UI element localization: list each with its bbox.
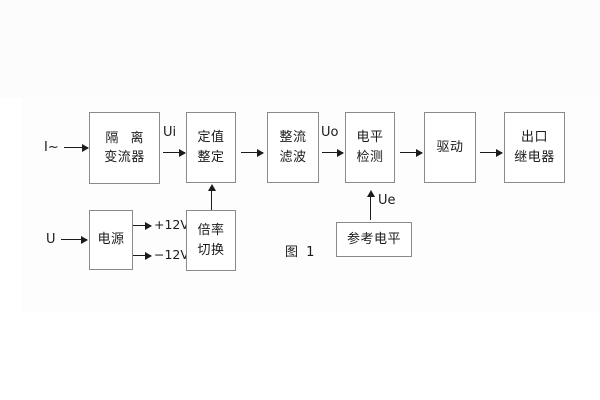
arrow-setting-to-rectify-filter <box>241 148 264 157</box>
block-rectify-filter-line-1: 整流 <box>279 130 307 145</box>
arrow-multiplier-switch-to-setting <box>207 184 216 210</box>
background-panel-top <box>0 0 600 98</box>
block-power-supply: 电源 <box>89 210 133 270</box>
block-multiplier-switch-line-2: 切换 <box>197 242 225 258</box>
voltage-input-label: U <box>46 232 56 247</box>
arrow-rail-negative <box>133 251 152 260</box>
block-isolation-ct-line-1: 隔 离 <box>105 130 148 146</box>
signal-uo-label: Uo <box>321 125 339 140</box>
block-rectify-filter-line-2: 滤波 <box>279 149 307 165</box>
arrow-rail-positive <box>133 221 152 230</box>
block-multiplier-switch: 倍率 切换 <box>186 210 236 271</box>
block-power-supply-line-1: 电源 <box>97 232 125 248</box>
block-setting-line-1: 定值 <box>197 130 225 145</box>
signal-ui-label: Ui <box>163 125 177 140</box>
block-reference-level: 参考电平 <box>336 222 412 257</box>
block-level-detect: 电平 检测 <box>345 112 395 183</box>
block-multiplier-switch-line-1: 倍率 <box>197 223 225 238</box>
block-isolation-ct-line-2: 变流器 <box>104 150 145 165</box>
arrow-rectify-filter-to-level-detect <box>322 148 344 157</box>
block-drive: 驱动 <box>424 112 476 183</box>
rail-positive-label: +12V <box>154 217 189 232</box>
signal-ue-label: Ue <box>378 193 396 208</box>
block-reference-level-line-1: 参考电平 <box>346 231 401 247</box>
block-setting-line-2: 整定 <box>197 149 225 165</box>
block-level-detect-line-1: 电平 <box>356 130 384 145</box>
block-level-detect-line-2: 检测 <box>356 149 384 165</box>
arrow-level-detect-to-drive <box>400 148 423 157</box>
arrow-isolation-ct-to-setting <box>163 148 186 157</box>
current-input-label: I~ <box>44 140 59 155</box>
arrow-current-to-isolation-ct <box>64 143 89 152</box>
block-isolation-ct: 隔 离 变流器 <box>89 112 160 184</box>
block-output-relay-line-1: 出口 <box>520 130 548 145</box>
rail-negative-label: −12V <box>154 247 189 262</box>
block-setting: 定值 整定 <box>186 112 236 183</box>
arrow-voltage-to-power-supply <box>61 235 88 244</box>
arrow-reference-level-to-level-detect <box>366 190 375 220</box>
figure-caption: 图 1 <box>285 245 317 260</box>
block-drive-line-1: 驱动 <box>436 139 464 155</box>
block-rectify-filter: 整流 滤波 <box>267 112 319 183</box>
arrow-drive-to-output-relay <box>480 148 503 157</box>
block-output-relay-line-2: 继电器 <box>514 149 555 165</box>
block-output-relay: 出口 继电器 <box>504 112 565 183</box>
